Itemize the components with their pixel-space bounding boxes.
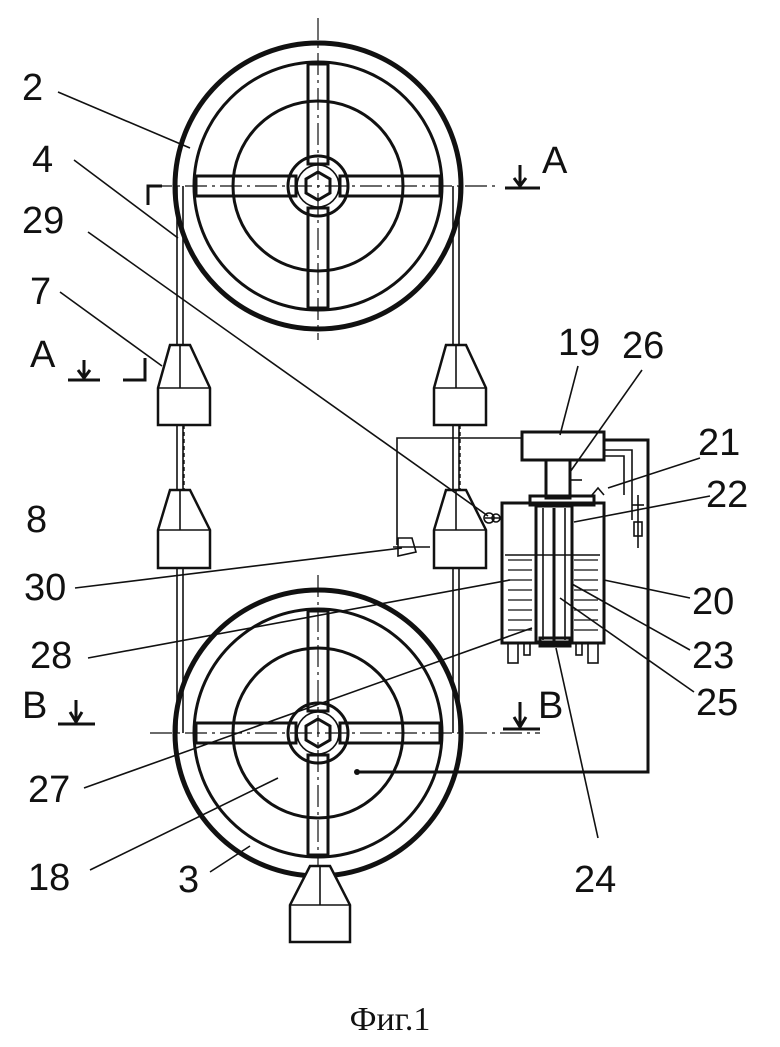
label-8: 8 — [26, 499, 47, 541]
label-23: 23 — [692, 635, 734, 677]
label-24: 24 — [574, 859, 616, 901]
section-brackets — [58, 165, 540, 729]
label-29: 29 — [22, 200, 64, 242]
label-7: 7 — [30, 271, 51, 313]
label-3: 3 — [178, 859, 199, 901]
lower-pulley — [150, 575, 540, 880]
section-mark-b-left: B — [22, 685, 47, 727]
label-21: 21 — [698, 422, 740, 464]
label-28: 28 — [30, 635, 72, 677]
label-25: 25 — [696, 682, 738, 724]
section-mark-a-left: A — [30, 334, 56, 376]
section-mark-a-top: A — [542, 140, 568, 182]
band-guides — [158, 345, 486, 568]
label-19: 19 — [558, 322, 600, 364]
label-26: 26 — [622, 325, 664, 367]
label-2: 2 — [22, 67, 43, 109]
section-mark-b-right: B — [538, 685, 563, 727]
label-18: 18 — [28, 857, 70, 899]
label-4: 4 — [32, 139, 53, 181]
leader-lines — [58, 92, 710, 872]
bottom-weight — [290, 866, 350, 942]
label-30: 30 — [24, 567, 66, 609]
label-20: 20 — [692, 581, 734, 623]
label-22: 22 — [706, 474, 748, 516]
upper-pulley — [150, 18, 495, 340]
label-27: 27 — [28, 769, 70, 811]
figure-caption: Фиг.1 — [350, 1001, 431, 1038]
